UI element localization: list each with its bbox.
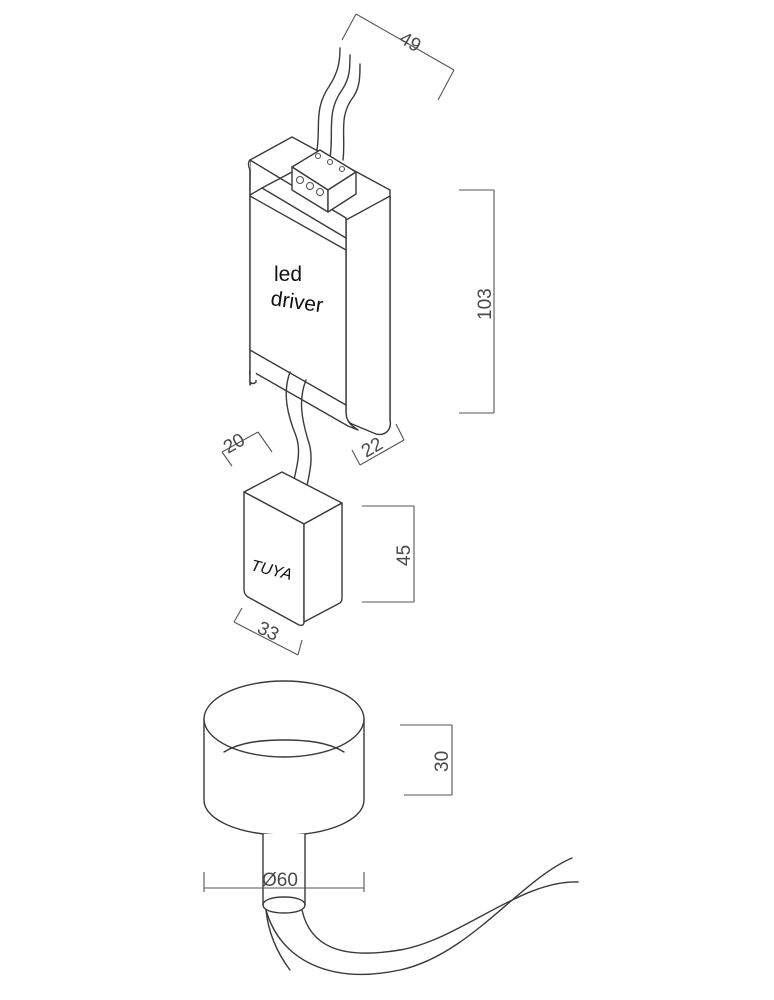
dim-cup-diameter: Ø60 (262, 870, 298, 891)
dimension-lines (203, 13, 495, 892)
dim-module-depth: 20 (220, 430, 249, 459)
dim-module-height: 45 (394, 545, 415, 566)
connecting-cable (285, 371, 312, 491)
led-driver: led driver (247, 136, 392, 436)
cup-fixture (203, 680, 579, 975)
driver-label-line1: led (274, 263, 302, 286)
tuya-module: TUYA (243, 471, 343, 627)
dim-cup-height: 30 (432, 751, 453, 772)
dim-module-width: 33 (254, 618, 282, 646)
dim-driver-height: 103 (475, 288, 496, 320)
dim-cable-spread: 49 (396, 28, 425, 57)
dim-driver-depth: 22 (358, 434, 387, 463)
input-wires (315, 47, 361, 161)
